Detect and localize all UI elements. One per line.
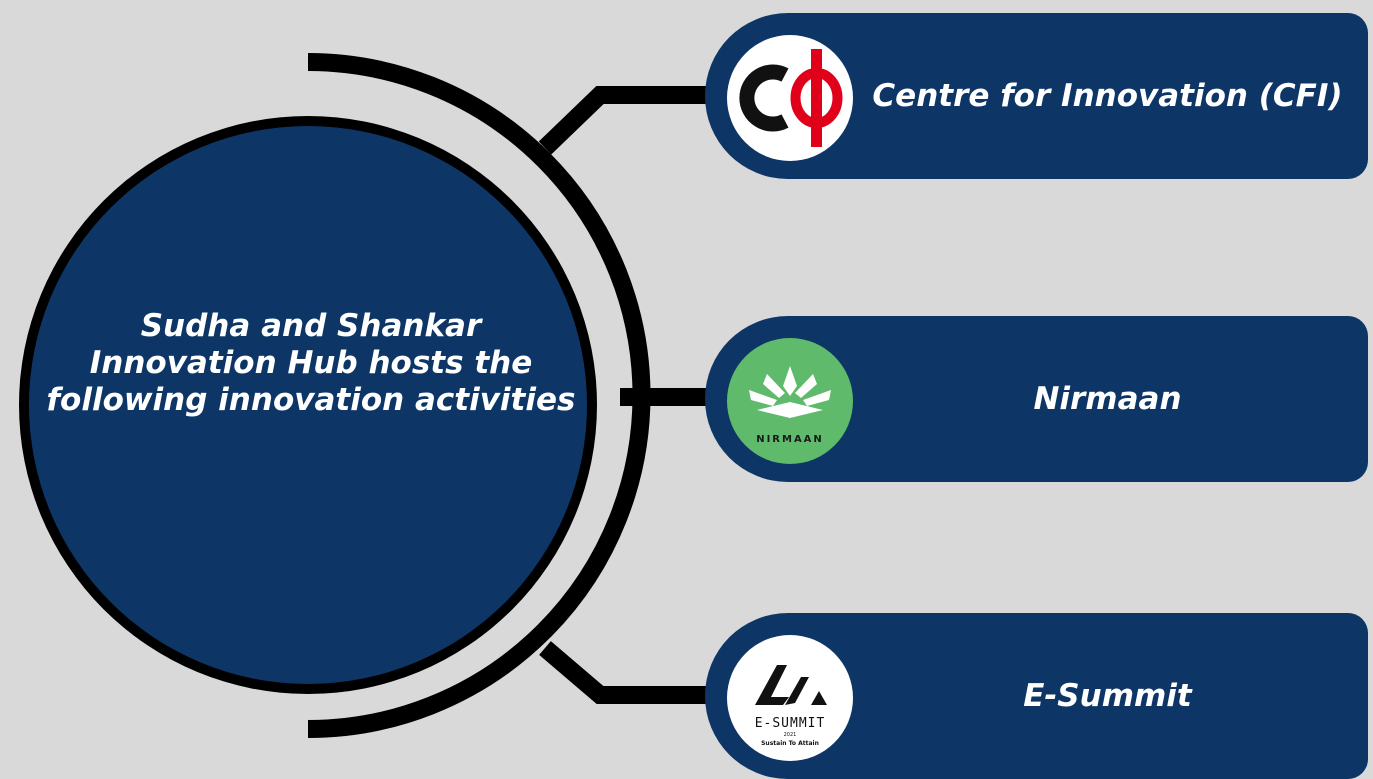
activity-card-nirmaan: NIRMAAN Nirmaan <box>705 316 1368 482</box>
hub-circle <box>29 126 587 684</box>
esummit-logo-text: E-SUMMIT <box>755 716 826 731</box>
esummit-logo: E-SUMMIT 2021 Sustain To Attain <box>727 635 853 761</box>
cfi-logo-phi-stem <box>811 49 822 147</box>
connector-top <box>538 86 715 155</box>
activity-label-esummit: E-Summit <box>1023 677 1192 714</box>
cfi-logo <box>727 35 853 161</box>
nirmaan-logo: NIRMAAN <box>727 338 853 464</box>
esummit-mountain-icon <box>755 665 827 705</box>
nirmaan-lotus-icon <box>749 366 831 418</box>
cfi-logo-phi-bowl <box>790 68 843 128</box>
cfi-logo-c-mark <box>739 64 789 132</box>
esummit-logo-tagline: Sustain To Attain <box>761 740 819 747</box>
nirmaan-logo-text: NIRMAAN <box>756 434 824 445</box>
esummit-logo-year: 2021 <box>784 732 797 738</box>
activity-card-esummit: E-SUMMIT 2021 Sustain To Attain E-Summit <box>705 613 1368 779</box>
connector-bottom <box>539 641 715 704</box>
activity-label-nirmaan: Nirmaan <box>1033 380 1182 417</box>
hub-title: Sudha and Shankar Innovation Hub hosts t… <box>46 308 576 418</box>
activity-card-cfi: Centre for Innovation (CFI) <box>705 13 1368 179</box>
activity-label-cfi: Centre for Innovation (CFI) <box>872 77 1343 114</box>
